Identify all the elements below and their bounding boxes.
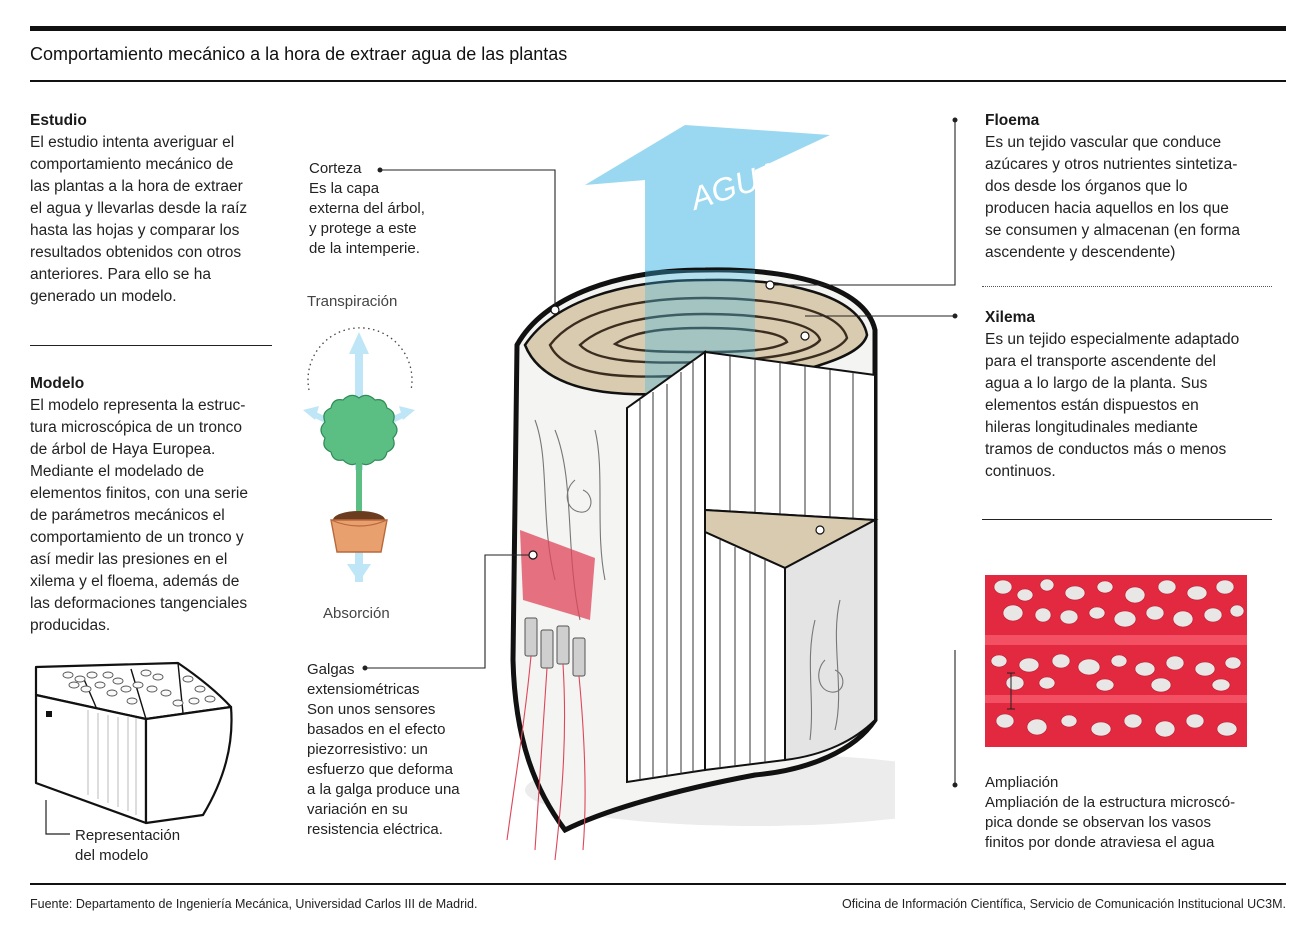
plant-pot <box>330 519 388 553</box>
galgas-line: esfuerzo que deforma <box>307 761 453 778</box>
ampliacion-line: Ampliación de la estructura microscó- <box>985 794 1236 811</box>
xilema-heading: Xilema <box>985 309 1035 326</box>
modelo-line: las deformaciones tangenciales <box>30 595 248 612</box>
title-rule <box>30 80 1286 82</box>
ampliacion-heading: Ampliación <box>985 774 1059 791</box>
modelo-line: elementos finitos, con una serie <box>30 485 248 502</box>
galgas-line: piezorresistivo: un <box>307 741 428 758</box>
modelo-line: de árbol de Haya Europea. <box>30 441 216 458</box>
xilema-line: continuos. <box>985 463 1056 480</box>
modelo-heading: Modelo <box>30 375 85 392</box>
transpiracion-label: Transpiración <box>307 293 398 310</box>
modelo-line: xilema y el floema, además de <box>30 573 240 590</box>
top-rule <box>30 26 1286 31</box>
modelo-line: Mediante el modelado de <box>30 463 205 480</box>
micrograph <box>985 575 1247 747</box>
estudio-section: Estudio El estudio intenta averiguar el … <box>30 110 280 308</box>
trunk-diagram: AGUA <box>506 125 895 861</box>
galgas-line: basados en el efecto <box>307 721 446 738</box>
floema-line: azúcares y otros nutrientes sintetiza- <box>985 156 1238 173</box>
estudio-line: El estudio intenta averiguar el <box>30 134 235 151</box>
page-title: Comportamiento mecánico a la hora de ext… <box>30 44 568 64</box>
galgas-line: resistencia eléctrica. <box>307 821 443 838</box>
modelo-line: El modelo representa la estruc- <box>30 397 246 414</box>
modelo-line: de parámetros mecánicos el <box>30 507 225 524</box>
model-marker <box>46 711 52 717</box>
corteza-line: y protege a este <box>309 220 417 237</box>
modelo-line: comportamiento de un tronco y <box>30 529 244 546</box>
galgas-section: Galgas extensiométricas Son unos sensore… <box>307 660 460 840</box>
model-wedge-illustration <box>34 661 233 825</box>
footer-rule <box>30 883 1286 885</box>
estudio-line: anteriores. Para ello se ha <box>30 266 211 283</box>
plant-diagram <box>303 327 415 582</box>
corteza-line: Es la capa <box>309 180 380 197</box>
xilema-section: Xilema Es un tejido especialmente adapta… <box>985 307 1285 483</box>
xilema-line: elementos están dispuestos en <box>985 397 1199 414</box>
strain-gauge <box>540 629 554 669</box>
estudio-line: generado un modelo. <box>30 288 177 305</box>
floema-line: dos desde los órganos que lo <box>985 178 1188 195</box>
representacion-line: del modelo <box>75 847 149 864</box>
modelo-line: así medir las presiones en el <box>30 551 228 568</box>
xilema-line: para el transporte ascendente del <box>985 353 1216 370</box>
xilema-line: Es un tejido especialmente adaptado <box>985 331 1240 348</box>
representacion-line: Representación <box>75 827 181 844</box>
right-dotted-separator <box>982 286 1272 287</box>
right-separator <box>982 519 1272 520</box>
ampliacion-section: Ampliación Ampliación de la estructura m… <box>985 773 1285 853</box>
ampliacion-line: pica donde se observan los vasos <box>985 814 1211 831</box>
galgas-heading: Galgas <box>307 661 355 678</box>
floema-line: Es un tejido vascular que conduce <box>985 134 1222 151</box>
estudio-line: resultados obtenidos con otros <box>30 244 242 261</box>
modelo-line: tura microscópica de un tronco <box>30 419 242 436</box>
ampliacion-line: finitos por donde atraviesa el agua <box>985 834 1215 851</box>
xilema-line: hileras longitudinales mediante <box>985 419 1198 436</box>
strain-gauge <box>572 637 586 677</box>
modelo-section: Modelo El modelo representa la estruc- t… <box>30 373 280 637</box>
floema-heading: Floema <box>985 112 1040 129</box>
floema-line: producen hacia aquellos en los que <box>985 200 1229 217</box>
footer-source: Fuente: Departamento de Ingeniería Mecán… <box>30 897 478 911</box>
galgas-line: variación en su <box>307 801 408 818</box>
estudio-line: comportamiento mecánico de <box>30 156 234 173</box>
floema-line: se consumen y almacenan (en forma <box>985 222 1241 239</box>
plant-stem <box>356 456 362 512</box>
corteza-section: Corteza Es la capa externa del árbol, y … <box>309 159 425 259</box>
galgas-line: a la galga produce una <box>307 781 460 798</box>
representacion-leader <box>45 800 70 835</box>
strain-gauge <box>556 625 570 665</box>
estudio-heading: Estudio <box>30 112 87 129</box>
absorcion-label: Absorción <box>323 605 390 622</box>
estudio-line: hasta las hojas y comparar los <box>30 222 240 239</box>
floema-line: ascendente y descendente) <box>985 244 1176 261</box>
footer-credit: Oficina de Información Científica, Servi… <box>842 897 1286 911</box>
corteza-line: externa del árbol, <box>309 200 425 217</box>
corteza-heading: Corteza <box>309 160 362 177</box>
galgas-heading: extensiométricas <box>307 681 420 698</box>
estudio-line: el agua y llevarlas desde la raíz <box>30 200 248 217</box>
xilema-line: tramos de conductos más o menos <box>985 441 1227 458</box>
estudio-line: las plantas a la hora de extraer <box>30 178 243 195</box>
xilema-line: agua a lo largo de la planta. Sus <box>985 375 1208 392</box>
sensor-patch <box>520 530 595 620</box>
corteza-line: de la intemperie. <box>309 240 420 257</box>
left-separator <box>30 345 272 346</box>
modelo-line: producidas. <box>30 617 111 634</box>
floema-section: Floema Es un tejido vascular que conduce… <box>985 110 1285 264</box>
plant-canopy <box>320 394 398 466</box>
representacion-label: Representación del modelo <box>75 826 180 866</box>
galgas-line: Son unos sensores <box>307 701 436 718</box>
strain-gauge <box>524 617 538 657</box>
